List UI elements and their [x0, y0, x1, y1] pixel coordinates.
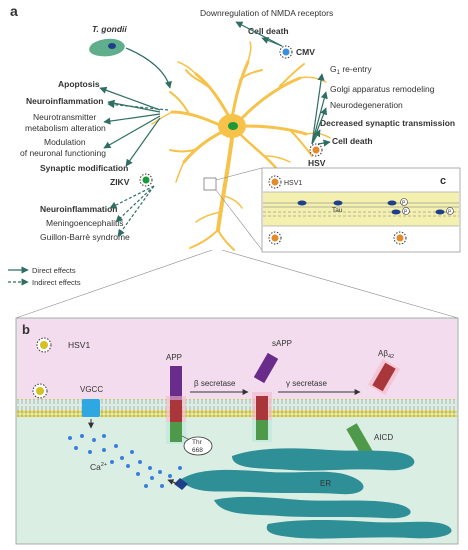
neuron	[151, 41, 331, 251]
panel-c-hsv1-label: HSV1	[284, 180, 302, 187]
app-intracellular-domain	[170, 422, 182, 442]
sapp-label: sAPP	[272, 339, 292, 348]
meningo-label: Meningoencephalitis	[46, 218, 124, 228]
neurodegeneration-label: Neurodegeneration	[330, 100, 403, 110]
modulation-label-1: Modulation	[44, 137, 86, 147]
aicd-label: AICD	[374, 433, 393, 442]
apoptosis-label: Apoptosis	[58, 79, 100, 89]
neuroinflammation-label-1: Neuroinflammation	[26, 96, 103, 106]
app-transmembrane-domain	[170, 400, 182, 422]
thr668-site	[183, 436, 213, 456]
tau-protein-4	[391, 209, 401, 215]
calcium-label: Ca2+	[90, 462, 107, 472]
decreased-transmission-label: Decreased synaptic transmission	[320, 118, 455, 128]
er-channel	[174, 478, 188, 490]
aicd-fragment	[346, 423, 374, 459]
cmv-label: CMV	[296, 47, 315, 57]
cell-membrane	[17, 399, 457, 417]
gamma-secretase-label: γ secretase	[286, 379, 327, 388]
cell-death-right-label: Cell death	[332, 136, 373, 146]
zoom-box	[203, 177, 217, 191]
panel-a: a	[10, 3, 455, 251]
zikv-label: ZIKV	[110, 177, 130, 187]
neurotransmitter-label-2: metabolism alteration	[25, 123, 106, 133]
tau-protein-5	[435, 209, 445, 215]
guillon-label: Guillon-Barrè syndrome	[40, 232, 130, 242]
c99-transmembrane	[256, 396, 268, 420]
zikv-core	[142, 176, 150, 184]
phospho-marker-1	[400, 198, 408, 206]
svg-text:P: P	[402, 201, 406, 207]
panel-c-letter: c	[440, 175, 446, 187]
t-gondii-parasite	[89, 38, 125, 57]
synaptic-mod-label: Synaptic modification	[40, 163, 128, 173]
downregulation-label: Downregulation of NMDA receptors	[200, 8, 333, 18]
panel-c: c HSV1 Tau P P P	[215, 167, 461, 253]
phospho-marker-3	[446, 207, 454, 215]
axon-segment	[263, 192, 459, 226]
t-gondii-label: T. gondii	[92, 24, 127, 34]
g1-reentry-label: G1 re-entry	[330, 64, 372, 76]
neuron-nucleus	[228, 122, 238, 130]
thr-label-2: 668	[192, 447, 203, 454]
app-label: APP	[166, 353, 182, 362]
phospho-marker-2	[402, 207, 410, 215]
modulation-label-2: of neuronal functioning	[20, 148, 106, 158]
app-extracellular-domain	[170, 366, 182, 400]
hsv-label: HSV	[308, 158, 326, 168]
thr-label-1: Thr	[192, 439, 203, 446]
legend-indirect-label: Indirect effects	[32, 278, 81, 287]
panel-c-tau-label: Tau	[332, 207, 343, 214]
tau-protein-2	[333, 200, 343, 206]
cmv-core	[282, 48, 290, 56]
calcium-ions	[68, 434, 182, 488]
abeta-label: Aβ42	[378, 349, 394, 360]
t-gondii-nucleus	[108, 43, 116, 49]
c99-intracellular	[256, 420, 268, 440]
vgcc-channel	[82, 399, 100, 417]
panel-b-letter: b	[22, 322, 30, 337]
direct-arrows	[99, 21, 331, 167]
legend: Direct effects Indirect effects	[8, 266, 81, 287]
tau-protein-1	[297, 200, 307, 206]
legend-direct-label: Direct effects	[32, 266, 76, 275]
beta-secretase-label: β secretase	[194, 379, 236, 388]
tau-protein-3	[387, 200, 397, 206]
indirect-arrows	[107, 101, 169, 237]
hsv-core	[312, 146, 320, 154]
panel-b: b HSV1 VGCC APP Thr 668 β secretase sAPP	[15, 249, 459, 545]
er-release-arrow	[167, 479, 179, 485]
svg-text:P: P	[404, 210, 408, 216]
er-label: ER	[320, 479, 331, 488]
neuroinflammation-label-2: Neuroinflammation	[40, 204, 117, 214]
vgcc-label: VGCC	[80, 385, 103, 394]
neurotransmitter-label-1: Neurotransmitter	[33, 112, 96, 122]
svg-text:P: P	[448, 210, 452, 216]
endoplasmic-reticulum	[180, 448, 452, 539]
panel-a-letter: a	[10, 3, 18, 19]
abeta-peptide	[372, 362, 396, 392]
panel-b-hsv1-label: HSV1	[68, 340, 90, 350]
sapp-fragment	[253, 352, 279, 384]
golgi-label: Golgi apparatus remodeling	[330, 84, 435, 94]
cell-death-top-label: Cell death	[248, 26, 289, 36]
